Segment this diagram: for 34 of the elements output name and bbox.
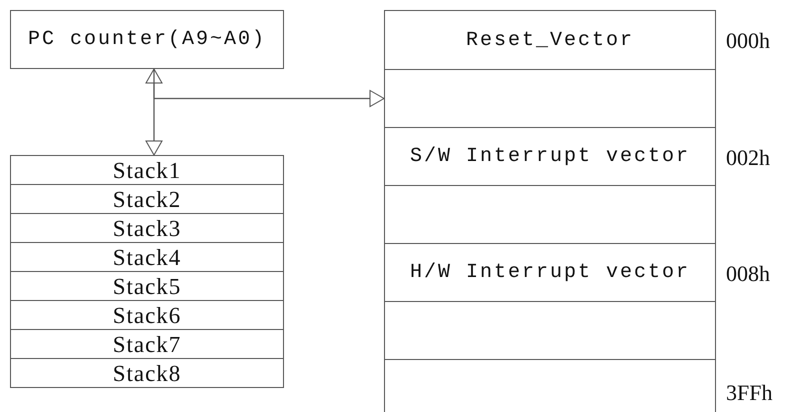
cell-text: Stack1: [112, 158, 182, 182]
address-label: 008h: [726, 260, 770, 286]
cell-text: Stack8: [112, 362, 182, 384]
address-label: 000h: [726, 28, 770, 54]
memory-cell: [384, 243, 716, 302]
empty-memory-cell: [384, 359, 716, 412]
arrow: [153, 69, 384, 107]
stack-row: [10, 242, 284, 272]
stack-row: [10, 329, 284, 359]
cell-text: Stack6: [112, 304, 182, 326]
cell-text: PC counter(A9~A0): [28, 28, 266, 51]
register-box: [10, 10, 284, 69]
cell-text: H/W Interrupt vector: [410, 261, 690, 284]
empty-memory-cell: [384, 69, 716, 128]
cell-text: Stack3: [112, 216, 182, 240]
stack-row: [10, 213, 284, 243]
cell-text: Stack7: [112, 332, 182, 356]
empty-memory-cell: [384, 301, 716, 360]
stack-row: [10, 271, 284, 301]
cell-text: S/W Interrupt vector: [410, 145, 690, 168]
stack-row: [10, 358, 284, 388]
stack-row: [10, 155, 284, 185]
address-label: 002h: [726, 144, 770, 170]
address-label: 3FFh: [726, 380, 772, 406]
cell-text: Stack2: [112, 188, 182, 210]
stack-row: [10, 300, 284, 330]
cell-text: Reset_Vector: [466, 28, 634, 52]
stack-row: [10, 184, 284, 214]
empty-memory-cell: [384, 185, 716, 244]
memory-cell: [384, 127, 716, 186]
arrow: [146, 68, 162, 156]
memory-cell: [384, 10, 716, 70]
cell-text: Stack4: [112, 246, 182, 268]
cell-text: Stack5: [112, 274, 182, 298]
